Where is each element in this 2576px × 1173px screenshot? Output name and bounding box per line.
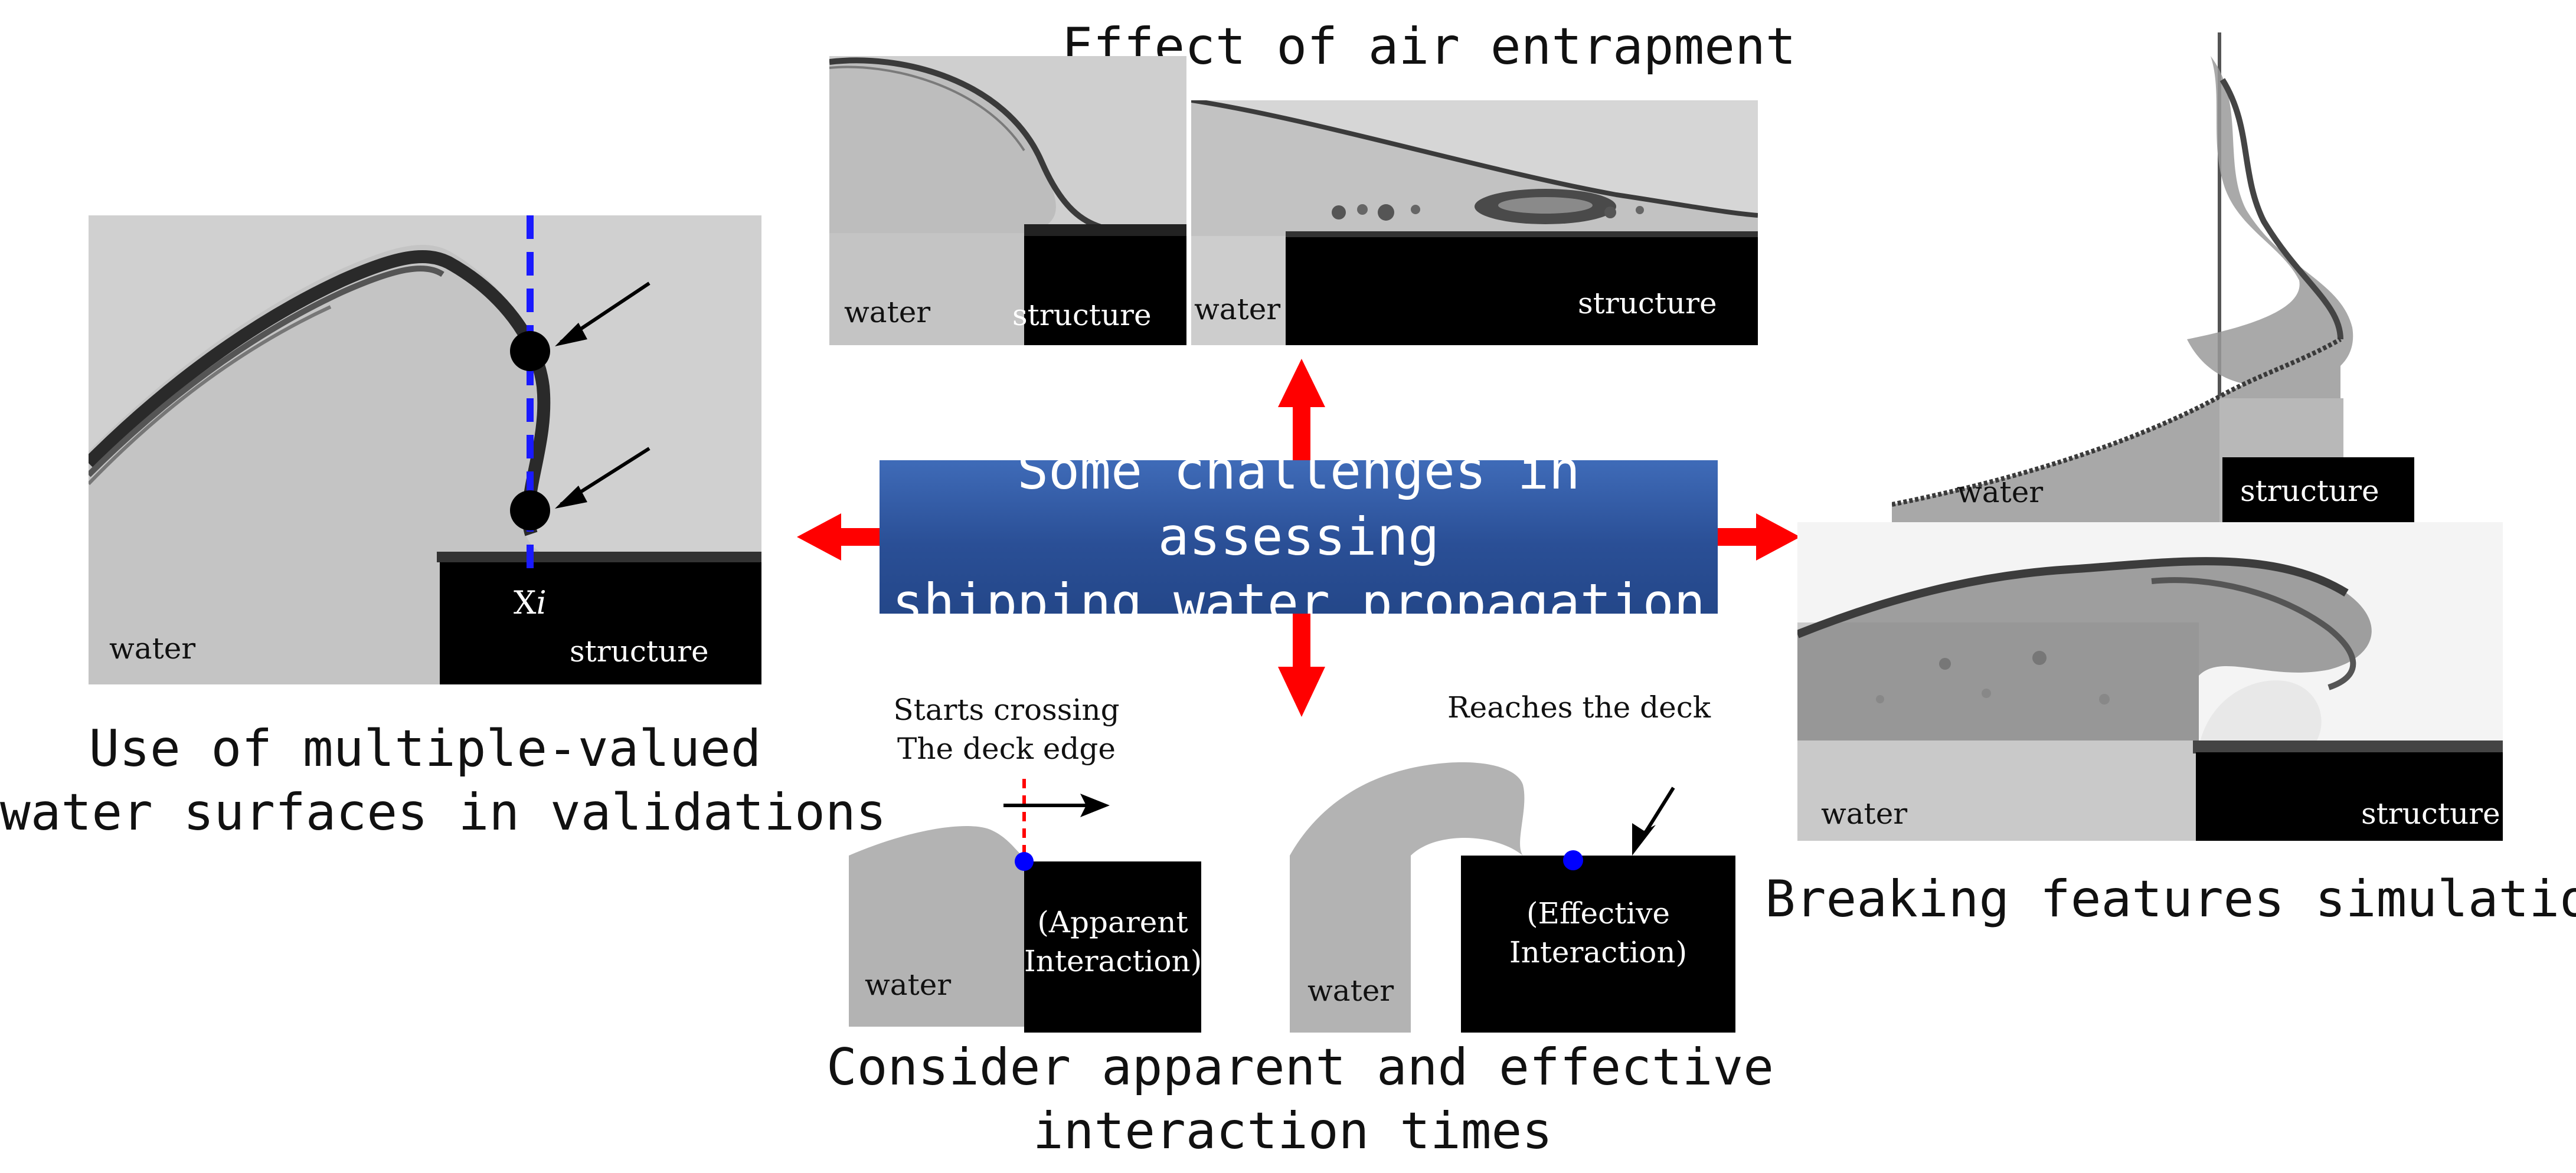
left-caption-line2: water surfaces in validations bbox=[0, 783, 887, 842]
air-entrapment-photo-right: water structure bbox=[1191, 100, 1758, 345]
arrow-right-icon bbox=[1718, 513, 1800, 561]
breaking-photo-top: water structure bbox=[1892, 32, 2414, 522]
reaches-deck-note: Reaches the deck bbox=[1447, 690, 1711, 725]
water-label: water bbox=[844, 295, 931, 329]
right-caption: Breaking features simulation bbox=[1765, 870, 2576, 929]
water-label: water bbox=[1957, 475, 2044, 509]
starts-crossing-note: Starts crossing The deck edge bbox=[859, 690, 1154, 768]
interaction-schematics bbox=[849, 762, 1735, 1033]
structure-label: structure bbox=[1578, 286, 1717, 320]
arrow-left-icon bbox=[797, 513, 880, 561]
effective-line2: Interaction) bbox=[1509, 935, 1688, 969]
central-title-line1: Some challenges in assessing bbox=[1017, 440, 1580, 567]
arrow-down-left-icon bbox=[1632, 787, 1675, 856]
water-label: water bbox=[109, 631, 196, 666]
multi-valued-photo: Xi water structure bbox=[89, 215, 761, 684]
point-label-subscript: i bbox=[536, 584, 547, 621]
pointer-arrow-icon bbox=[555, 281, 650, 346]
point-label: Xi bbox=[514, 584, 547, 621]
structure-label: structure bbox=[2361, 797, 2500, 831]
structure-label: structure bbox=[570, 634, 709, 669]
starts-crossing-line1: Starts crossing bbox=[893, 693, 1120, 727]
structure-label: structure bbox=[2240, 474, 2379, 508]
water-label: water bbox=[1194, 292, 1281, 326]
bottom-caption: Consider apparent and effective interact… bbox=[826, 1036, 1774, 1163]
apparent-interaction-label: (Apparent Interaction) bbox=[1024, 903, 1202, 981]
water-label-right: water bbox=[1307, 974, 1394, 1008]
starts-crossing-line2: The deck edge bbox=[897, 732, 1116, 766]
left-caption-line1: Use of multiple-valued bbox=[89, 719, 761, 778]
effective-line1: (Effective bbox=[1526, 896, 1671, 930]
air-entrapment-photo-left: water structure bbox=[829, 56, 1186, 345]
arrow-down-icon bbox=[1278, 614, 1325, 717]
bottom-caption-line2: interaction times bbox=[1032, 1102, 1553, 1161]
apparent-line1: (Apparent bbox=[1037, 905, 1188, 939]
water-label: water bbox=[1821, 797, 1908, 831]
breaking-photo-bottom: water structure bbox=[1797, 522, 2503, 841]
structure-label: structure bbox=[1012, 298, 1152, 332]
apparent-line2: Interaction) bbox=[1024, 944, 1202, 978]
effective-interaction-label: (Effective Interaction) bbox=[1461, 894, 1735, 972]
arrow-right-small-icon bbox=[1003, 794, 1110, 817]
bottom-caption-line1: Consider apparent and effective bbox=[826, 1038, 1774, 1097]
pointer-arrow-icon bbox=[555, 447, 650, 509]
left-caption: Use of multiple-valued water surfaces in… bbox=[0, 717, 887, 844]
point-label-x: X bbox=[514, 584, 537, 621]
water-label-left: water bbox=[865, 968, 952, 1002]
arrow-up-icon bbox=[1278, 359, 1325, 460]
